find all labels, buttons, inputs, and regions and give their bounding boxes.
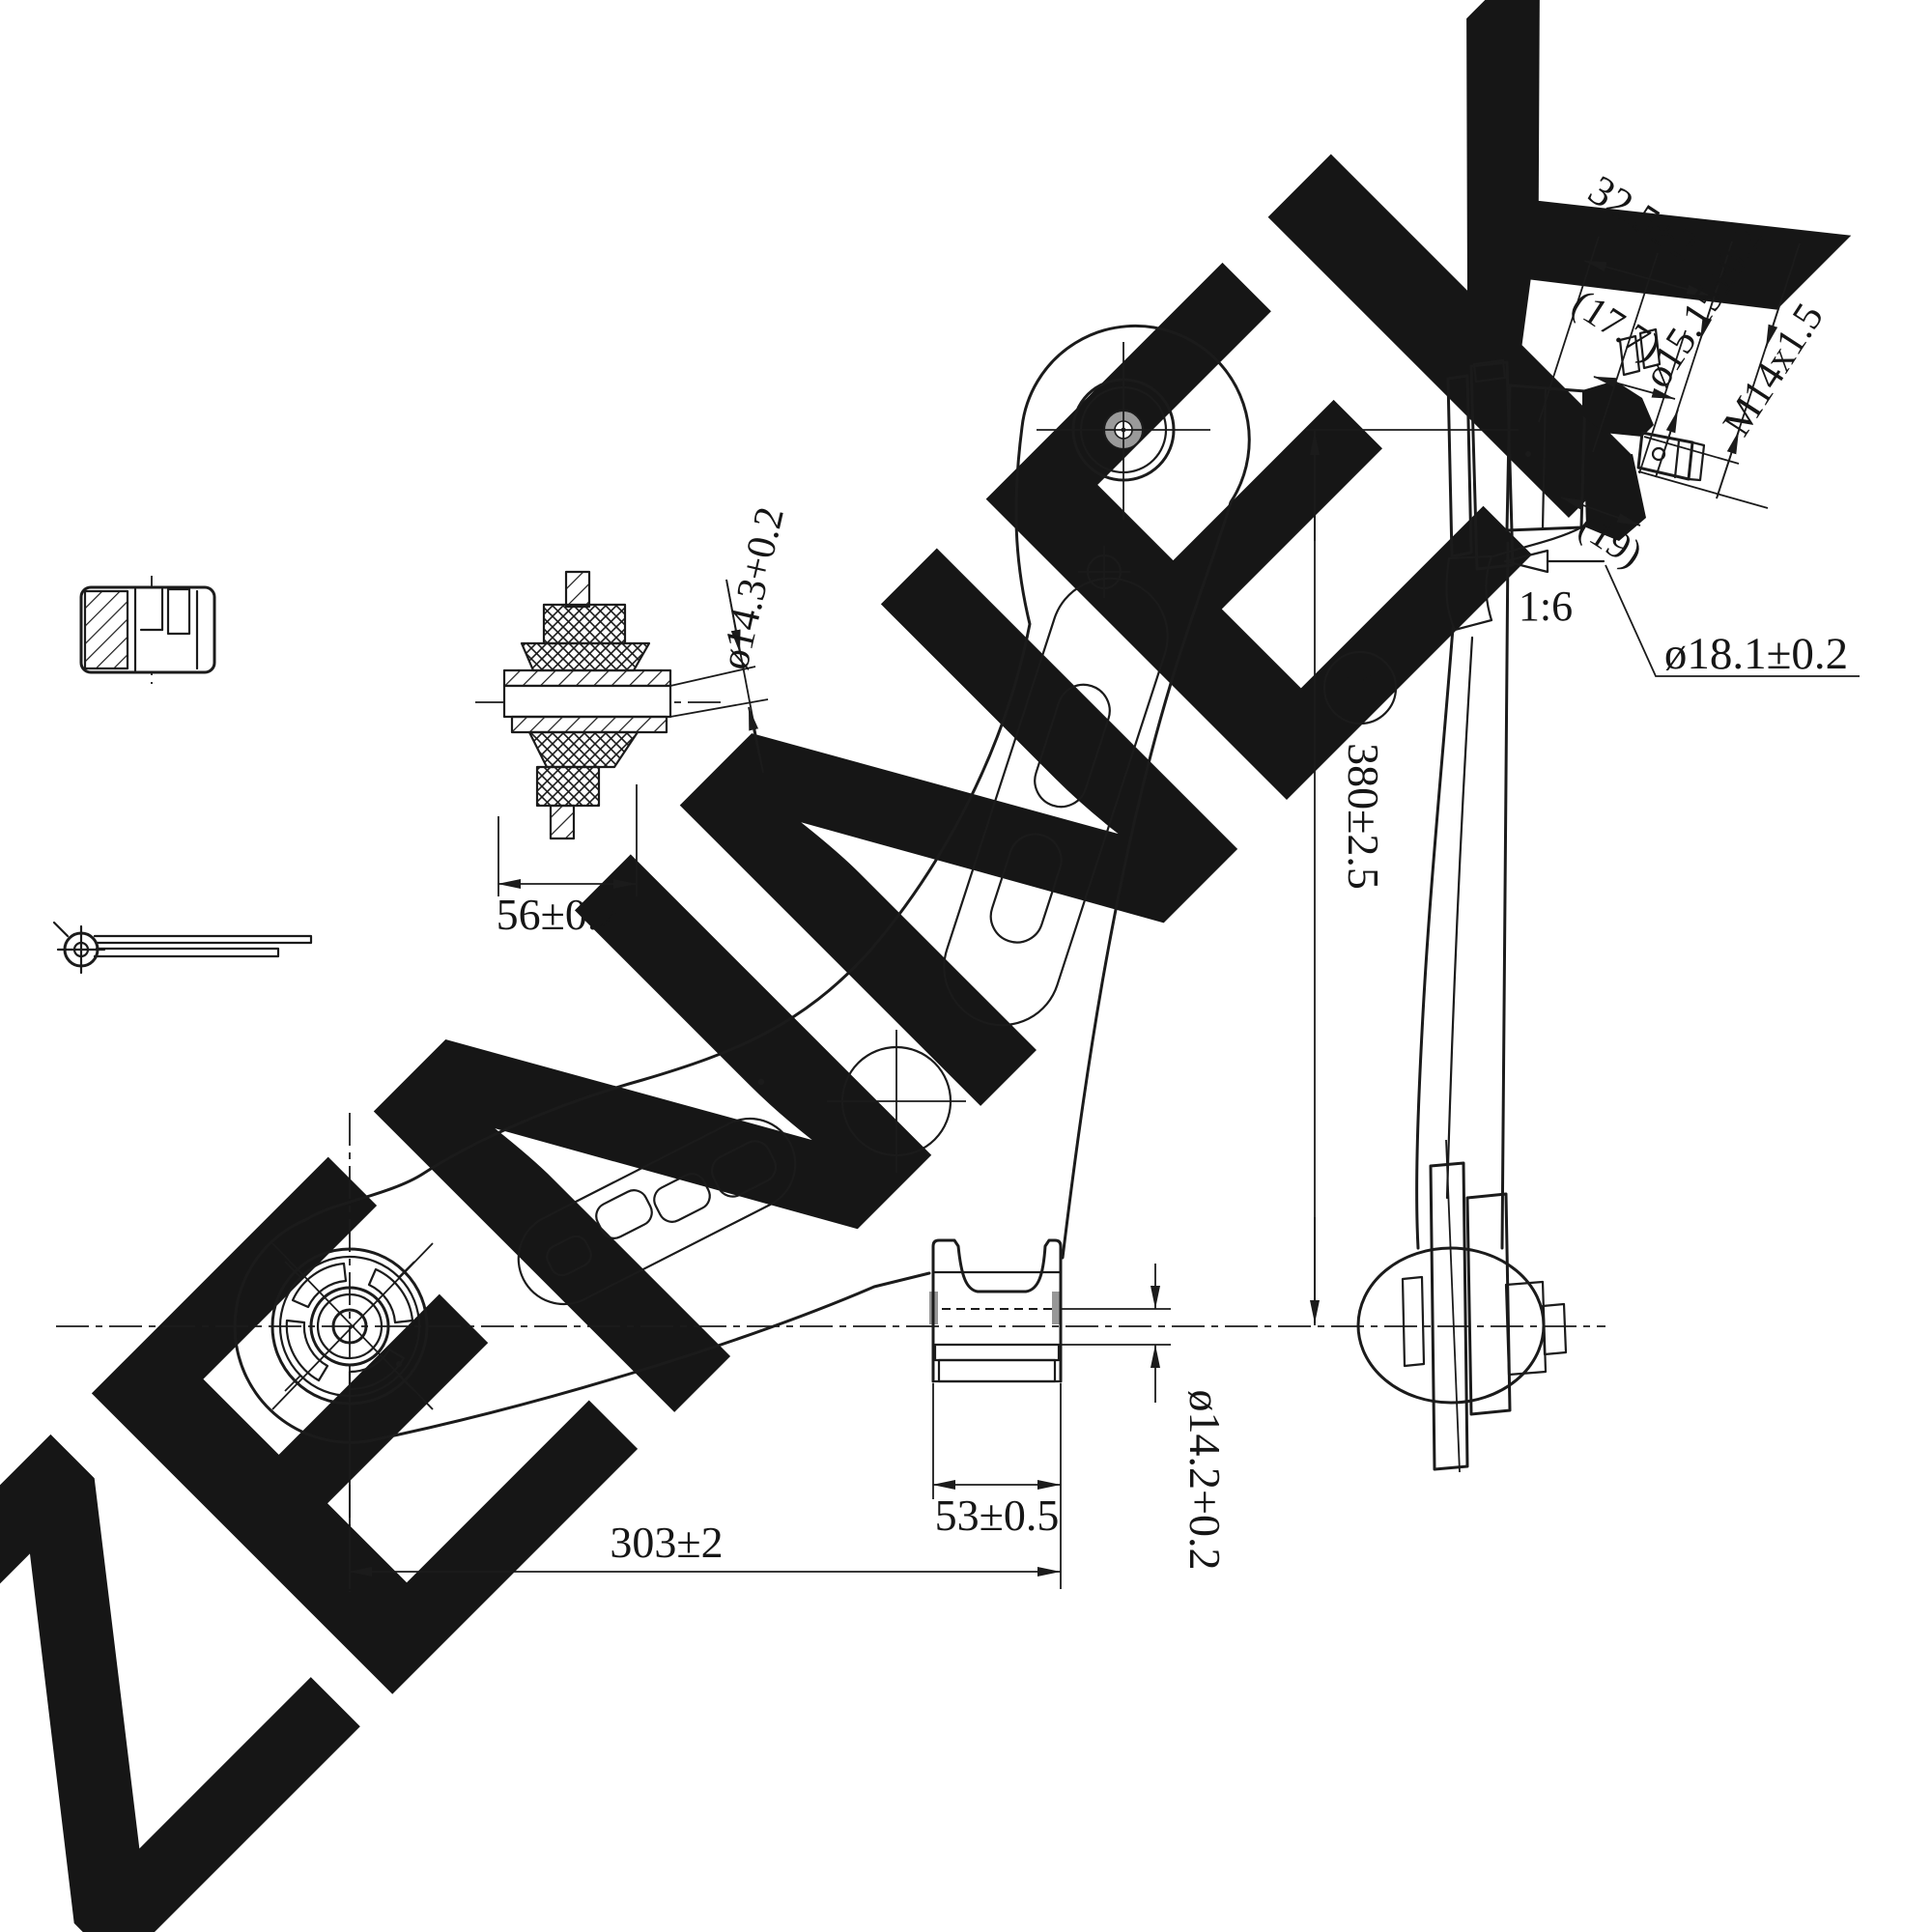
dim-rear-bushing-width: 56±0.2: [497, 890, 621, 939]
rear-bushing-detail: [502, 570, 672, 840]
dim-taper-ratio: 1:6: [1519, 582, 1573, 630]
four-hole-plate: [517, 1117, 797, 1306]
front-bushing-sleeve: [929, 1238, 1063, 1383]
cotter-pin: [52, 921, 313, 975]
stamped-channel: [943, 577, 1169, 1027]
locating-hole: [1078, 546, 1130, 598]
dim-front-bushing-width: 53±0.5: [935, 1491, 1060, 1540]
front-bushing-eye-top: [1037, 342, 1210, 520]
rear-eye: [270, 1242, 434, 1410]
balloon-number: 11: [1341, 668, 1379, 712]
through-hole-crosshair: [827, 1030, 966, 1173]
balloon-circle: [1322, 650, 1398, 725]
dim-ball-diameter: ø18.1±0.2: [1664, 629, 1848, 679]
dim-front-bushing-bore: ø14.2+0.2: [1180, 1390, 1230, 1571]
front-view-arm: [233, 324, 1251, 1444]
dim-arm-length: 303±2: [610, 1518, 723, 1567]
castle-nut-section: [79, 585, 216, 674]
side-bushing-bottom: [1356, 1139, 1568, 1473]
dim-side-height: 380±2.5: [1339, 743, 1388, 890]
front-view-dimensions: ø14.2+0.2 53±0.5 303±2: [349, 1264, 1230, 1589]
side-view-dimensions: 380±2.5 11: [1306, 429, 1519, 1325]
pierce-dot: [757, 1078, 765, 1086]
